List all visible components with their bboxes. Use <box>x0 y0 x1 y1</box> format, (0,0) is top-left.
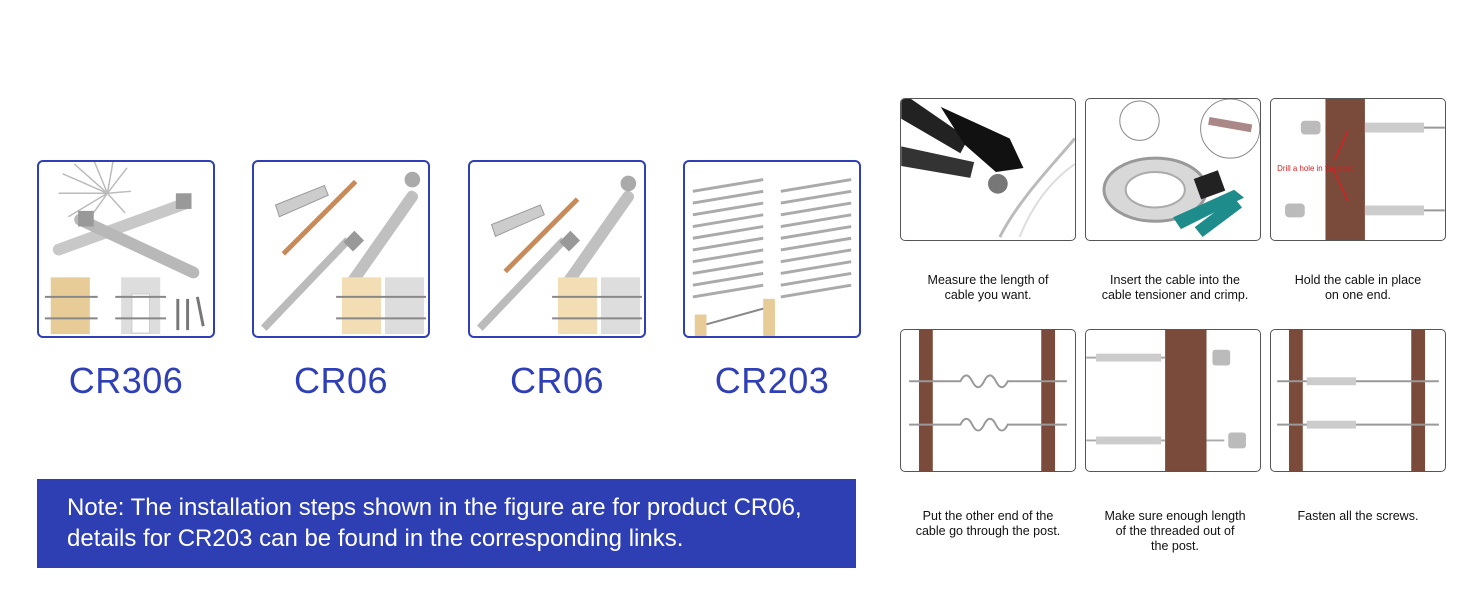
step-3-caption: Hold the cable in place on one end. <box>1268 273 1448 303</box>
caption-line: Hold the cable in place <box>1294 273 1422 287</box>
product-image-cr306[interactable] <box>37 160 215 338</box>
caption-line: on one end. <box>1324 288 1392 302</box>
note-line: details for CR203 can be found in the co… <box>67 525 684 552</box>
step-4-image <box>900 329 1076 472</box>
step-2-image <box>1085 98 1261 241</box>
caption-line: Measure the length of <box>927 273 1049 287</box>
product-image-cr06[interactable] <box>252 160 430 338</box>
product-label[interactable]: CR06 <box>293 360 389 401</box>
step-6-caption: Fasten all the screws. <box>1268 509 1448 524</box>
step-2-caption: Insert the cable into the cable tensione… <box>1085 273 1265 303</box>
note-banner: Note: The installation steps shown in th… <box>37 479 856 568</box>
caption-line: Make sure enough length <box>1104 509 1246 523</box>
caption-line: Put the other end of the <box>922 509 1054 523</box>
caption-line: cable go through the post. <box>915 524 1061 538</box>
step-5-image <box>1085 329 1261 472</box>
step-6-image <box>1270 329 1446 472</box>
product-label[interactable]: CR306 <box>68 360 184 401</box>
product-image-cr203[interactable] <box>683 160 861 338</box>
product-label[interactable]: CR203 <box>714 360 830 401</box>
product-image-cr06[interactable] <box>468 160 646 338</box>
caption-line: the post. <box>1151 539 1199 553</box>
caption-line: of the threaded out of <box>1115 524 1235 538</box>
product-label[interactable]: CR06 <box>509 360 605 401</box>
step-5-caption: Make sure enough length of the threaded … <box>1085 509 1265 554</box>
caption-line: cable you want. <box>944 288 1032 302</box>
caption-line: cable tensioner and crimp. <box>1101 288 1249 302</box>
drill-hole-annotation: Drill a hole in the post <box>1277 164 1354 173</box>
step-1-image <box>900 98 1076 241</box>
caption-line: Fasten all the screws. <box>1297 509 1419 523</box>
step-3-image: Drill a hole in the post <box>1270 98 1446 241</box>
caption-line: Insert the cable into the <box>1110 273 1240 287</box>
step-4-caption: Put the other end of the cable go throug… <box>898 509 1078 539</box>
note-line: Note: The installation steps shown in th… <box>67 494 802 521</box>
step-1-caption: Measure the length of cable you want. <box>898 273 1078 303</box>
